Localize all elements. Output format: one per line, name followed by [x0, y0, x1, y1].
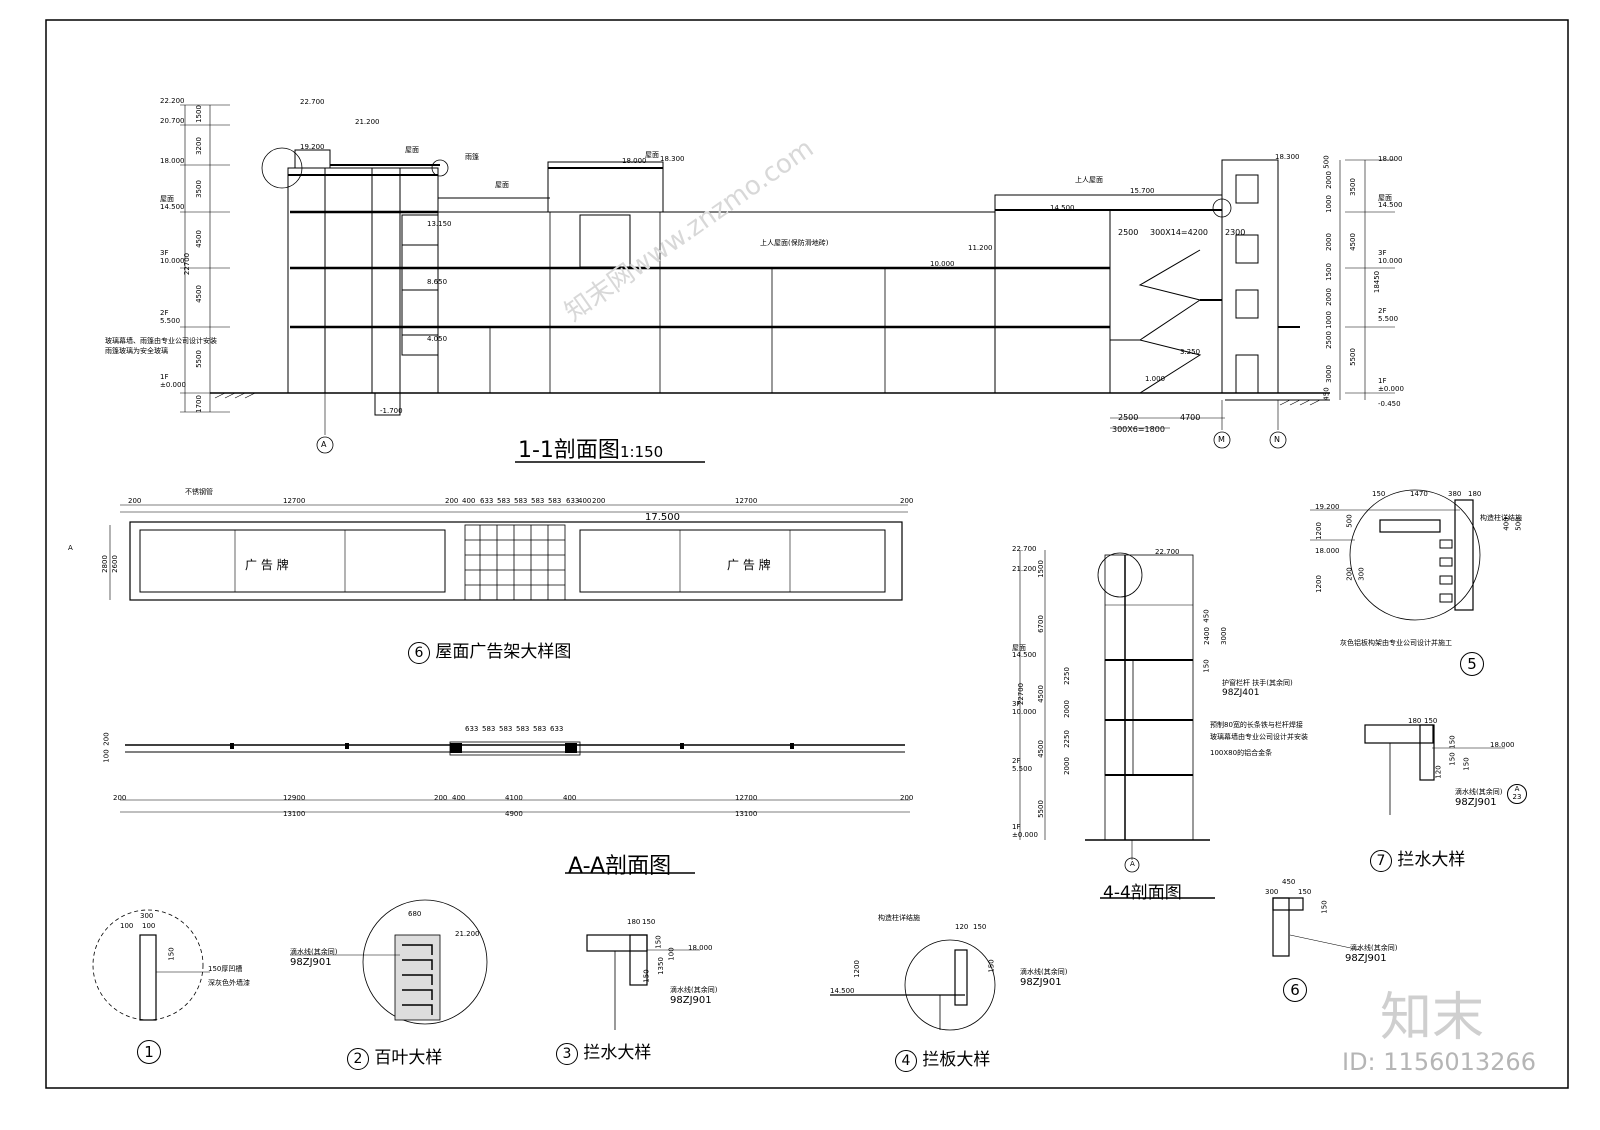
- detail-6-ref: 98ZJ901: [1345, 953, 1387, 964]
- watermark-text: 知末网www.znzmo.com: [559, 133, 820, 328]
- detail-3-title: 3 拦水大样: [556, 1038, 651, 1065]
- detail-3: [586, 934, 700, 1030]
- section-44-title: 4-4剖面图: [1103, 883, 1182, 903]
- detail-4: [830, 939, 996, 1031]
- detail-2: [290, 899, 488, 1025]
- detail-2-dim: 680: [408, 910, 422, 918]
- detail-4-title: 4 拦板大样: [895, 1045, 990, 1072]
- roof-ad-title: 6 屋面广告架大样图: [408, 637, 571, 664]
- ad-board-left: 广 告 牌: [245, 558, 289, 572]
- ad-board-right: 广 告 牌: [727, 558, 771, 572]
- detail-7: [1364, 724, 1505, 815]
- detail-2-note: 滴水线(其余同): [290, 948, 338, 956]
- section-1-1: [180, 104, 1395, 463]
- left-dims: 1500 3200 3500 4500 22700 4500 5500 1700: [183, 105, 203, 413]
- detail-1: [92, 909, 210, 1021]
- detail-7-title: 7 拦水大样: [1370, 845, 1465, 872]
- section-aa-title: A-A剖面图: [568, 854, 672, 879]
- detail-1-title: 1: [137, 1040, 161, 1064]
- detail-6: [1272, 897, 1361, 957]
- detail-2-title: 2 百叶大样: [347, 1043, 442, 1070]
- section-1-1-title: 1-1剖面图1:150: [518, 438, 664, 463]
- watermark-logo: 知末: [1380, 988, 1485, 1048]
- detail-5: [1310, 489, 1481, 621]
- detail-2-level: 21.200: [455, 930, 480, 938]
- section-4-4: [1019, 550, 1215, 899]
- section-aa: [120, 741, 910, 874]
- roof-ad-frame-detail: [109, 504, 908, 601]
- detail-4-ref: 98ZJ901: [1020, 977, 1062, 988]
- detail-7-ref: 98ZJ901: [1455, 797, 1497, 808]
- detail-5-title: 5: [1460, 652, 1484, 676]
- detail-2-ref: 98ZJ901: [290, 957, 332, 968]
- detail-6-title: 6: [1283, 978, 1307, 1002]
- detail-3-ref: 98ZJ901: [670, 995, 712, 1006]
- right-dims: 500 2000 1000 3500 2000 4500 1500 18450 …: [1322, 155, 1382, 401]
- sheet-border: [45, 19, 1569, 1089]
- id-label: ID: 1156013266: [1342, 1048, 1536, 1076]
